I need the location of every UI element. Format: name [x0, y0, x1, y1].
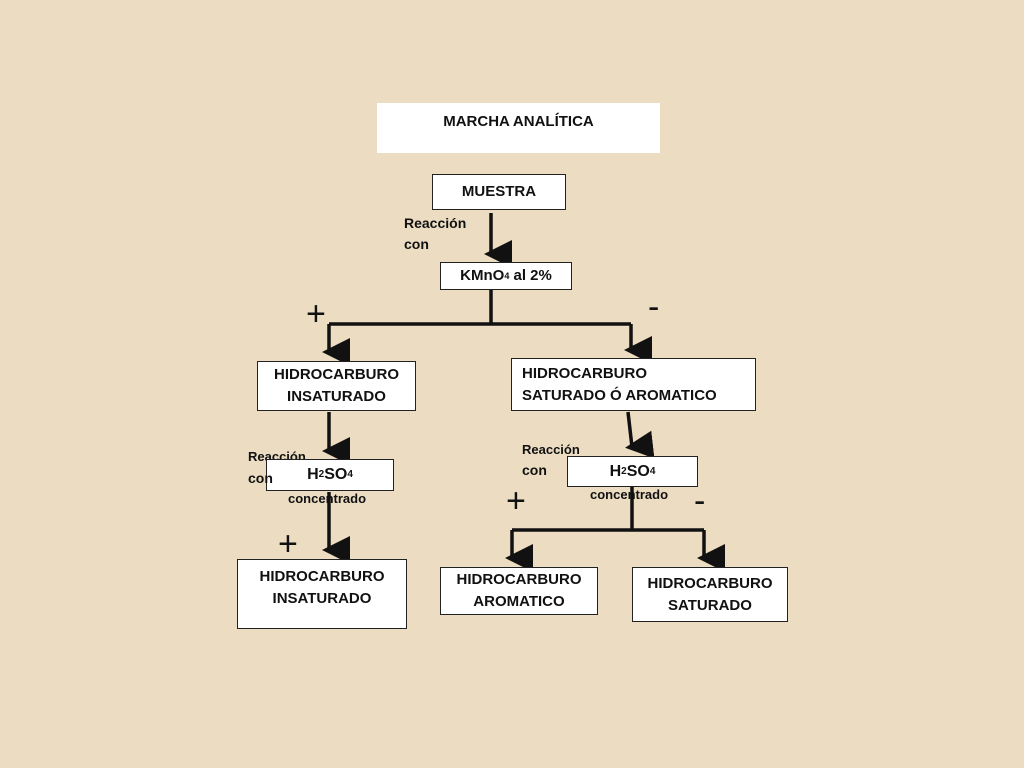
node-insaturado-1: HIDROCARBURO INSATURADO — [257, 361, 416, 411]
node-saturado: HIDROCARBURO SATURADO — [632, 567, 788, 622]
label-reaccion-3: Reacción — [522, 442, 580, 457]
label-reaccion-con-1: Reacción con — [404, 215, 467, 252]
sign-plus-2: + — [506, 482, 526, 520]
sign-minus-1: - — [648, 288, 660, 326]
node-saturado-aromatico: HIDROCARBURO SATURADO Ó AROMATICO — [511, 358, 756, 411]
sign-plus-1: + — [306, 295, 326, 333]
node-muestra: MUESTRA — [432, 174, 566, 210]
sign-minus-2: - — [694, 482, 706, 520]
label-concentrado-left: concentrado — [288, 491, 367, 506]
diagram-title: MARCHA ANALÍTICA — [443, 113, 594, 130]
arrow-saturado-to-h2so4 — [625, 411, 655, 459]
sign-plus-3: + — [278, 525, 298, 563]
label-concentrado-right: concentrado — [590, 487, 669, 502]
node-aromatico: HIDROCARBURO AROMATICO — [440, 567, 598, 615]
node-insaturado-2: HIDROCARBURO INSATURADO — [237, 559, 407, 629]
label-con-3: con — [522, 462, 547, 478]
diagram-title-box: MARCHA ANALÍTICA — [377, 103, 660, 153]
label-con-2: con — [248, 470, 273, 486]
